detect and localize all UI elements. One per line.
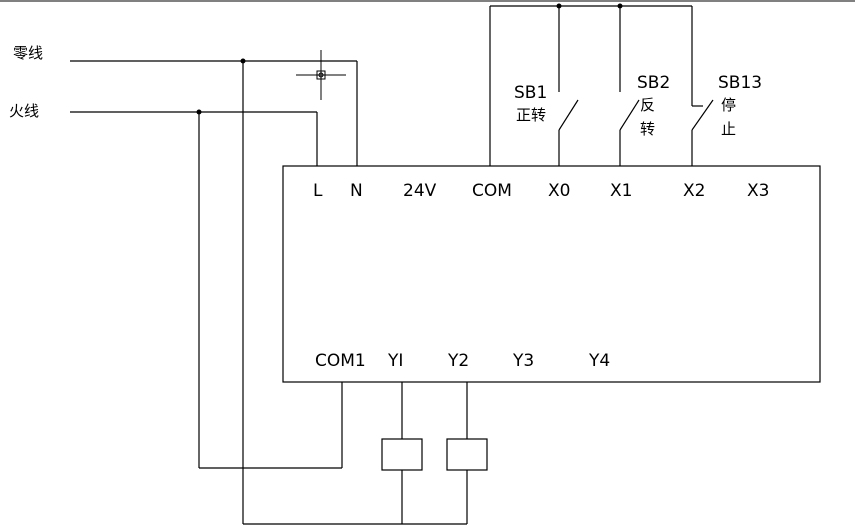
sb2-contact [619,99,640,131]
sb1-function-label: 正转 [516,106,546,124]
sb13-id-label: SB13 [718,73,762,93]
terminal-y2: Y2 [447,351,469,371]
terminal-x1: X1 [610,181,632,201]
terminal-24v: 24V [403,181,437,201]
sb13-function-label-1: 停 [721,96,736,114]
terminal-x2: X2 [683,181,705,201]
terminal-n: N [350,181,363,201]
terminal-l: L [313,181,323,201]
sb2-function-label-2: 转 [640,120,655,138]
terminal-y3: Y3 [512,351,534,371]
terminal-x3: X3 [747,181,769,201]
terminal-y4: Y4 [588,351,610,371]
live-junction-dot [196,109,202,115]
sb13-function-label-2: 止 [721,120,736,138]
neutral-junction-dot [240,58,246,64]
y2-coil [446,438,488,471]
y1-coil [381,438,423,471]
terminal-com: COM [472,181,512,201]
live-label: 火线 [9,102,39,120]
terminal-com1: COM1 [315,351,366,371]
neutral-label: 零线 [13,44,43,62]
terminal-y1: YI [387,351,403,371]
sb1-contact [558,99,579,131]
sb2-function-label-1: 反 [640,96,655,114]
sb1-id-label: SB1 [514,83,547,103]
sb13-contact [691,99,714,131]
sb2-id-label: SB2 [637,73,670,93]
crosshair-icon [296,50,346,100]
terminal-x0: X0 [548,181,570,201]
plc-box [282,165,821,383]
